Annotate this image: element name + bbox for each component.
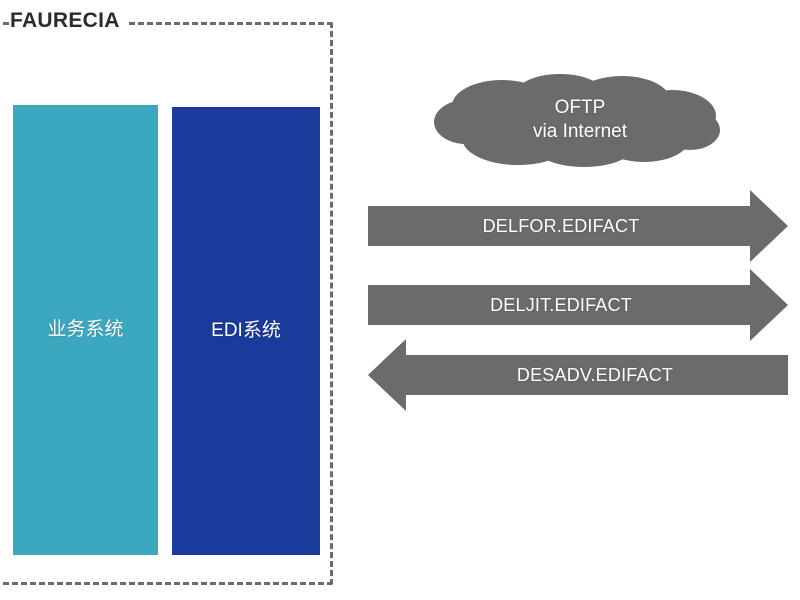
business-system-block[interactable]: 业务系统 (13, 105, 158, 555)
edi-system-label: EDI系统 (211, 319, 281, 341)
company-title: FAURECIA (10, 8, 126, 33)
edi-system-block[interactable]: EDI系统 (172, 107, 320, 555)
business-system-label: 业务系统 (47, 318, 124, 340)
message-arrow-desadv[interactable]: DESADV.EDIFACT (368, 339, 788, 411)
arrow-right-icon (368, 190, 788, 262)
company-boundary-dashed-box (0, 22, 333, 585)
cloud-icon (434, 74, 720, 167)
arrow-left-icon (368, 339, 788, 411)
message-arrow-deljit[interactable]: DELJIT.EDIFACT (368, 269, 788, 341)
arrow-right-icon (368, 269, 788, 341)
oftp-cloud[interactable]: OFTP via Internet (432, 72, 720, 168)
message-arrow-delfor[interactable]: DELFOR.EDIFACT (368, 190, 788, 262)
